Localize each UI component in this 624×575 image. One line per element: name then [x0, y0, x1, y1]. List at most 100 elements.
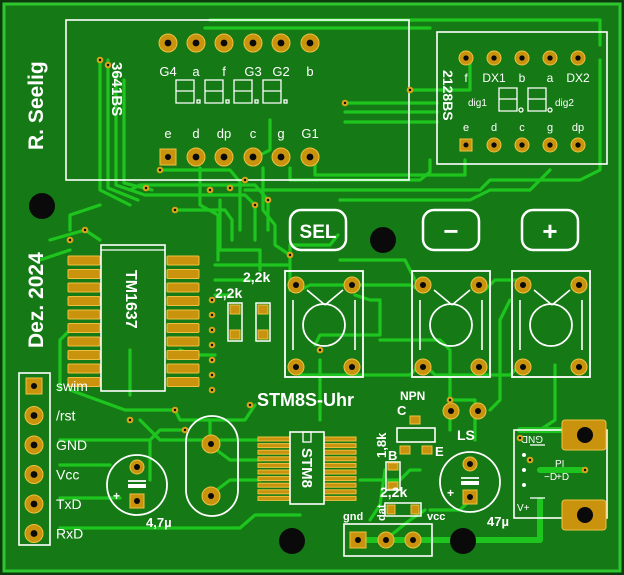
header-bottom-label: vcc — [427, 511, 445, 523]
power-label-pi: PI — [555, 459, 564, 470]
digit-label-2: dig2 — [555, 98, 574, 109]
pin-label: e — [164, 126, 171, 141]
smd-pad — [67, 323, 101, 333]
pin-label: swim — [56, 378, 88, 394]
plus-button-label: + — [542, 216, 557, 246]
smd-pad — [67, 377, 101, 387]
power-label-vplus: V+ — [517, 503, 530, 514]
header-outline — [18, 372, 51, 546]
tactile-switches — [284, 270, 591, 378]
smd-pad — [67, 336, 101, 347]
display-part-label: 2128BS — [440, 70, 456, 121]
smd-pad — [257, 469, 291, 475]
smd-pad — [67, 309, 101, 320]
display-part-label: 3641BS — [108, 62, 125, 116]
copper-traces — [38, 18, 602, 543]
pin-label: TxD — [56, 496, 82, 512]
seven-segment-digits — [498, 87, 553, 113]
transistor-pin-e: E — [435, 444, 444, 459]
pin-label: DX1 — [482, 71, 506, 85]
transistor-pin-c: C — [397, 403, 407, 418]
smd-pad — [323, 482, 357, 488]
power-connector: GND PI −D +D V+ — [513, 419, 608, 531]
smd-pad — [166, 377, 200, 387]
vias — [66, 56, 589, 474]
smd-pad — [166, 363, 200, 374]
display-outline — [65, 19, 410, 181]
pin-label: a — [547, 71, 554, 85]
resistor-value: 1,8k — [374, 432, 389, 458]
smd-pad — [257, 443, 291, 449]
mounting-hole — [370, 227, 396, 253]
smd-pad — [257, 482, 291, 488]
sel-button-outline — [288, 208, 348, 252]
power-label-gnd: GND — [521, 433, 543, 444]
capacitor-value: 4,7µ — [146, 515, 172, 530]
smd-pad — [323, 476, 357, 482]
resistor-value: 2,2k — [243, 269, 270, 285]
pin-label: RxD — [56, 526, 83, 542]
smd-pad — [67, 255, 101, 266]
pin-label: G1 — [301, 126, 318, 141]
tactile-switch — [284, 270, 364, 378]
pin-label: /rst — [56, 408, 76, 424]
smd-pad — [166, 350, 200, 360]
pin-label: g — [547, 122, 553, 134]
smd-pad — [257, 456, 291, 462]
display-outline — [436, 31, 608, 165]
smd-pad — [257, 476, 291, 482]
pin-label: f — [464, 71, 468, 85]
plus-button-outline — [520, 208, 580, 252]
resistor-value: 2,2k — [380, 484, 407, 500]
pin-label: G3 — [244, 64, 261, 79]
smd-pad — [166, 296, 200, 306]
smd-pad — [323, 469, 357, 475]
smd-pad — [67, 350, 101, 360]
pin-label: Vcc — [56, 467, 79, 483]
smd-pad — [257, 462, 291, 468]
smd-pad — [166, 336, 200, 347]
transistor-pin-b: B — [388, 448, 397, 463]
resistor-r4: 2,2k — [380, 484, 422, 517]
pin-label: dp — [572, 122, 584, 134]
smd-pad — [323, 456, 357, 462]
smd-pad — [323, 495, 357, 501]
minus-button-outline — [421, 208, 481, 252]
smd-pad — [67, 363, 101, 374]
transistor-type: NPN — [400, 389, 425, 403]
pin-label: d — [192, 126, 199, 141]
smd-pad — [323, 449, 357, 455]
transistor: NPN C B E — [388, 389, 444, 463]
pin-label: DX2 — [566, 71, 590, 85]
pin-label: a — [192, 64, 200, 79]
ic-label: TM1637 — [122, 270, 139, 329]
author-label: R. Seelig — [25, 61, 48, 150]
smd-pad — [257, 489, 291, 495]
tm1637-ic: TM1637 — [67, 244, 200, 392]
power-label-plus: +D — [556, 472, 569, 483]
capacitor-c2: + 47µ — [439, 451, 509, 529]
capacitor-polarity: + — [447, 486, 454, 500]
capacitor-polarity: + — [113, 489, 120, 503]
crystal — [185, 415, 239, 517]
resistor-value: 2,2k — [215, 285, 242, 301]
capacitor-value: 47µ — [487, 514, 509, 529]
pin-label: c — [519, 122, 525, 134]
smd-pad — [323, 462, 357, 468]
smd-pad — [323, 443, 357, 449]
pin-label: d — [491, 122, 497, 134]
pin-label: c — [250, 126, 257, 141]
smd-pad — [323, 489, 357, 495]
pin-label: dp — [217, 126, 231, 141]
speaker-connector: LS — [442, 402, 487, 443]
tactile-switch — [511, 270, 591, 378]
smd-pad — [166, 323, 200, 333]
smd-pad — [323, 436, 357, 442]
pin-label: g — [277, 126, 284, 141]
connector-outline — [513, 429, 608, 519]
seven-segment-digits — [175, 79, 288, 104]
header-bottom-label: gnd — [343, 511, 363, 523]
